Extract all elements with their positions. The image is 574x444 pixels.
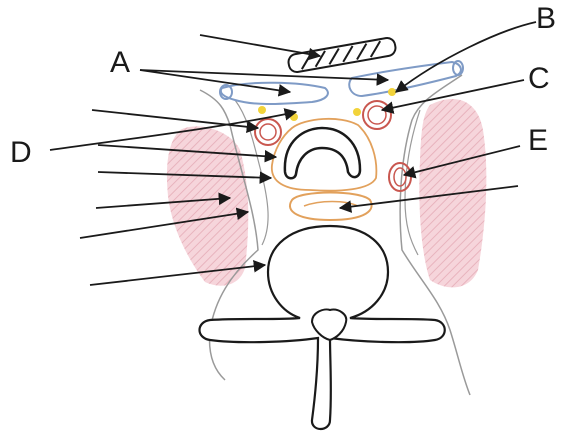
nerve-dot-2 <box>290 113 298 121</box>
label-e: E <box>528 124 548 157</box>
thyroid-cartilage <box>285 128 360 178</box>
inner-fascia-right <box>405 110 420 255</box>
nerve-dot-1 <box>258 106 266 114</box>
label-d: D <box>10 136 32 169</box>
hyoid-leader-arrow <box>200 35 320 56</box>
esophagus-lumen <box>304 202 358 207</box>
left-artery <box>255 119 281 145</box>
right-lateral-vessel <box>389 163 411 191</box>
label-a: A <box>110 46 130 79</box>
nerve-dot-4 <box>388 88 396 96</box>
hyoid-bar <box>287 37 396 73</box>
left-blue-vein <box>221 83 328 104</box>
right-artery <box>363 101 391 129</box>
label-b: B <box>536 2 556 35</box>
label-c: C <box>528 62 550 95</box>
nerve-dot-3 <box>353 108 361 116</box>
